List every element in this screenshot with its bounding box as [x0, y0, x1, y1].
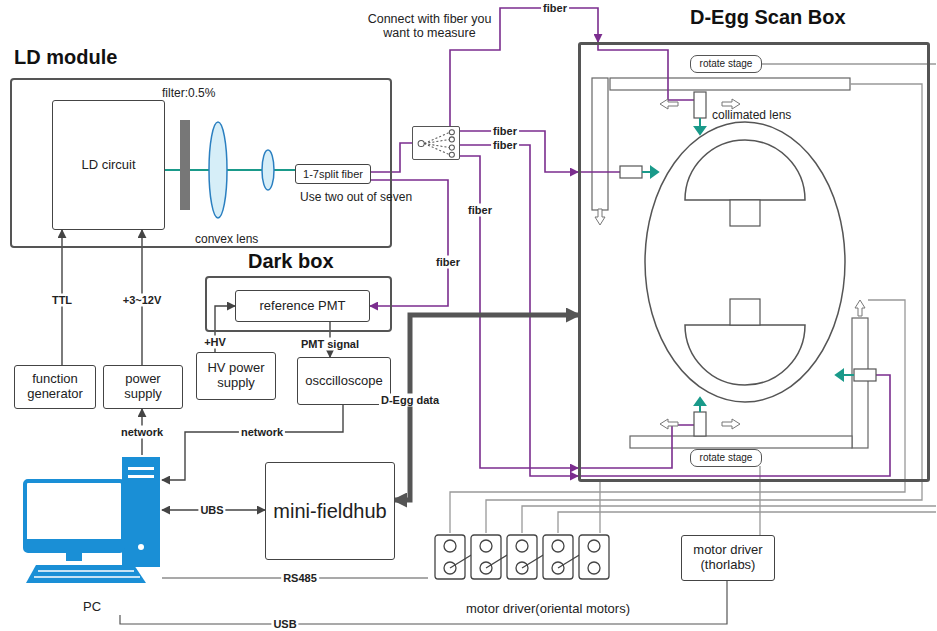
motor-driver-group: motor driver(oriental motors): [428, 533, 668, 617]
circuit-box: LD circuit: [52, 100, 165, 230]
connector-label: +3~12V: [121, 294, 164, 307]
connector: [450, 8, 598, 126]
connector: [460, 156, 578, 468]
node-label: reference PMT: [257, 299, 349, 314]
connector-label: fiber: [491, 125, 519, 138]
instrument-box: osccilloscope: [297, 357, 390, 405]
pc-icon: [22, 455, 162, 615]
group-label: motor driver(oriental motors): [428, 602, 668, 617]
connector: [599, 482, 600, 533]
fiber-selector-icon: [413, 127, 459, 159]
right-arm: [852, 318, 868, 448]
node-label: mini-fieldhub: [270, 500, 389, 523]
module-heading: LD module: [14, 46, 117, 69]
node-label: HV power supply: [197, 361, 275, 391]
light-beam: [642, 118, 854, 412]
box-heading: D-Egg Scan Box: [690, 6, 846, 29]
connector-label: fiber: [434, 256, 462, 269]
motion-arrow: [595, 99, 865, 429]
node-label: osccilloscope: [302, 374, 385, 389]
connector: [395, 315, 578, 500]
connector: [120, 581, 727, 624]
hub-box: mini-fieldhub: [265, 462, 395, 560]
rotate-stage: rotate stage: [690, 449, 762, 467]
pmt-hemisphere: [685, 140, 805, 200]
connector-label: network: [239, 426, 285, 439]
annotation-label: filter:0.5%: [162, 86, 215, 100]
instrument-box: function generator: [14, 365, 96, 409]
note-heading: Connect with fiber you want to measure: [368, 12, 492, 41]
connector-label: TTL: [50, 294, 74, 307]
rotate-stage: rotate stage: [690, 55, 762, 73]
d-egg: [645, 122, 845, 402]
connector-label: RS485: [281, 572, 319, 585]
module-housing: LD moduleLD circuit1-7split fiber: [10, 78, 392, 248]
pmt-base: [730, 299, 760, 325]
node-label: rotate stage: [697, 58, 756, 70]
dark-box-housing: Dark boxreference PMT: [205, 276, 392, 332]
fiber-inside: [578, 42, 890, 476]
fiber-selector: Connect with fiber you want to measure: [412, 126, 460, 160]
node-label: LD circuit: [78, 158, 138, 173]
left-arm: [592, 78, 608, 210]
connector-label: fiber: [491, 139, 519, 152]
filter: [180, 120, 190, 210]
annotation-label: convex lens: [195, 232, 258, 246]
fiber-splitter-box: 1-7split fiber: [295, 164, 371, 184]
node-label: 1-7split fiber: [300, 168, 366, 181]
computer-label: PC: [22, 600, 162, 615]
motor-driver-box: motor driver (thorlabs): [681, 535, 775, 581]
box-heading: Dark box: [248, 250, 334, 273]
connector-label: UBS: [198, 504, 225, 517]
connector-label: network: [119, 426, 165, 439]
convex-lens: [262, 150, 274, 190]
pmt-box: reference PMT: [235, 290, 370, 322]
connector-label: PMT signal: [299, 338, 361, 351]
instrument-box: power supply: [103, 365, 183, 409]
connector: [460, 131, 578, 172]
instrument-box: HV power supply: [196, 352, 276, 400]
convex-lens: [209, 122, 227, 218]
pmt-base: [730, 200, 760, 226]
collimator: [620, 92, 876, 436]
connector-label: +HV: [202, 336, 228, 349]
node-label: rotate stage: [697, 452, 756, 464]
connector-label: fiber: [466, 204, 494, 217]
motor-wires: [450, 64, 936, 533]
node-label: function generator: [15, 372, 95, 402]
connector-label: D-Egg data: [379, 394, 441, 407]
computer: PC: [22, 455, 162, 615]
node-label: power supply: [104, 372, 182, 402]
node-label: motor driver (thorlabs): [682, 543, 774, 573]
top-arm: [610, 78, 850, 90]
annotation-label: Use two out of seven: [300, 190, 412, 204]
connector: [759, 482, 760, 535]
connector-label: USB: [271, 618, 298, 631]
pmt-hemisphere: [685, 325, 805, 385]
connector-label: fiber: [541, 2, 569, 15]
connector: [460, 145, 578, 476]
annotation-label: collimated lens: [712, 108, 791, 122]
bottom-arm: [630, 436, 852, 448]
